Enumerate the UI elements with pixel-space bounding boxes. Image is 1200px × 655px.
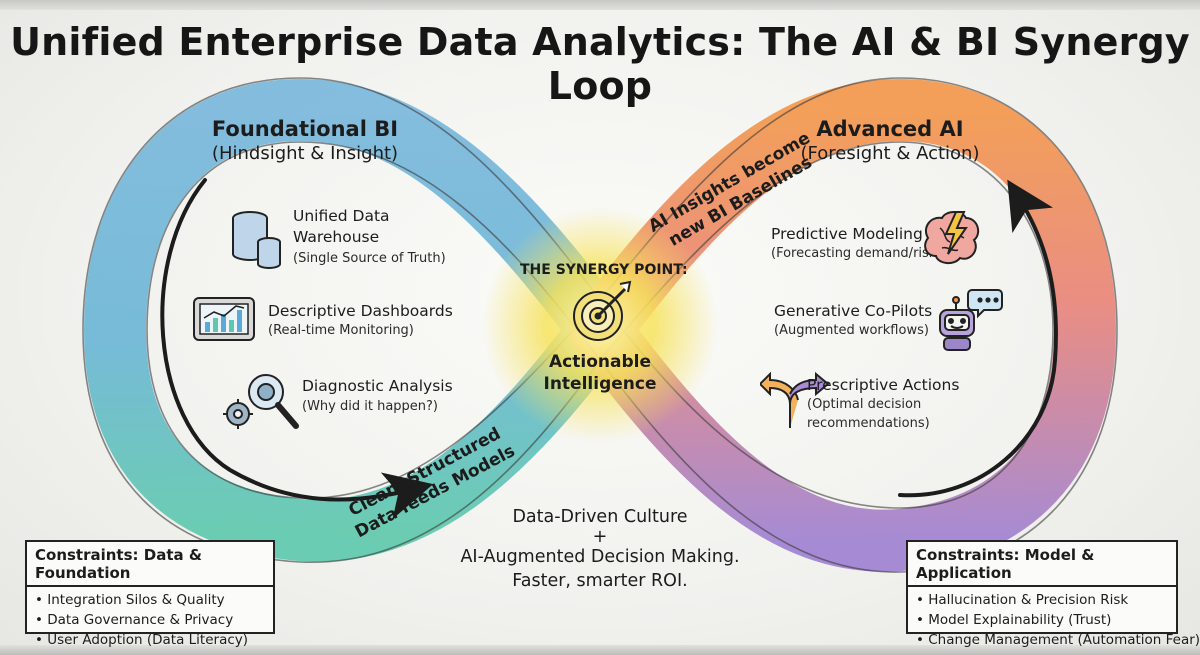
predictive-detail: (Forecasting demand/risk) <box>771 246 942 261</box>
bottom-line3: AI-Augmented Decision Making. <box>460 547 740 567</box>
dashboards-detail: (Real-time Monitoring) <box>268 323 414 338</box>
constraints-model-title: Constraints: Model & Application <box>908 546 1176 587</box>
diagnostic-label: Diagnostic Analysis <box>302 377 453 395</box>
gear-magnifier-icon <box>222 368 304 438</box>
constraints-data-item: • Integration Silos & Quality <box>35 592 225 608</box>
ai-flow-arrow <box>898 179 1058 498</box>
prescriptive-detail-line1: (Optimal decision <box>807 397 922 412</box>
constraints-data-item: • User Adoption (Data Literacy) <box>35 632 249 648</box>
bottom-line1: Data-Driven Culture <box>512 507 688 527</box>
copilots-label: Generative Co-Pilots <box>774 302 933 320</box>
prescriptive-label: Prescriptive Actions <box>807 376 960 394</box>
prescriptive-detail-line2: recommendations) <box>807 416 930 431</box>
board-frame-bottom <box>0 645 1200 655</box>
warehouse-label-line1: Unified Data <box>293 207 390 225</box>
board-frame-top <box>0 0 1200 10</box>
warehouse-detail: (Single Source of Truth) <box>293 251 446 266</box>
actionable-intelligence: Actionable Intelligence <box>530 351 670 395</box>
bi-flow-arrow <box>160 178 434 520</box>
copilots-detail: (Augmented workflows) <box>774 323 929 338</box>
dashboards-label: Descriptive Dashboards <box>268 302 453 320</box>
constraints-model-item: • Hallucination & Precision Risk <box>916 592 1129 608</box>
split-arrow-icon <box>758 370 830 434</box>
page-title: Unified Enterprise Data Analytics: The A… <box>10 20 1190 108</box>
bottom-line4: Faster, smarter ROI. <box>512 571 688 591</box>
synergy-point-label: THE SYNERGY POINT: <box>520 262 688 278</box>
constraints-data-item: • Data Governance & Privacy <box>35 612 234 628</box>
predictive-label: Predictive Modeling <box>771 225 923 243</box>
robot-chat-icon <box>934 286 1008 360</box>
ai-loop-band <box>569 78 1117 572</box>
bi-lobe-subtitle: (Hindsight & Insight) <box>211 143 399 164</box>
constraints-model-item: • Model Explainability (Trust) <box>916 612 1112 628</box>
constraints-model-box: Constraints: Model & Application • Hallu… <box>906 540 1200 648</box>
center-text-line2: Intelligence <box>543 374 657 394</box>
bi-lobe-title: Foundational BI <box>211 117 399 141</box>
bottom-summary: Data-Driven Culture + AI-Augmented Decis… <box>440 505 760 593</box>
database-icon <box>228 208 284 274</box>
brain-lightning-icon <box>920 208 982 272</box>
center-text-line1: Actionable <box>549 352 651 372</box>
warehouse-label-line2: Warehouse <box>293 228 380 246</box>
constraints-data-box: Constraints: Data & Foundation • Integra… <box>25 540 275 648</box>
ai-lobe-subtitle: (Foresight & Action) <box>800 143 980 164</box>
constraints-model-item: • Change Management (Automation Fear) <box>916 632 1200 648</box>
diagnostic-detail: (Why did it happen?) <box>302 399 438 414</box>
ai-lobe-title: Advanced AI <box>816 117 964 141</box>
dashboard-chart-icon <box>192 296 256 346</box>
constraints-data-title: Constraints: Data & Foundation <box>27 546 273 587</box>
bottom-line2: + <box>592 527 608 547</box>
target-icon <box>568 280 634 348</box>
